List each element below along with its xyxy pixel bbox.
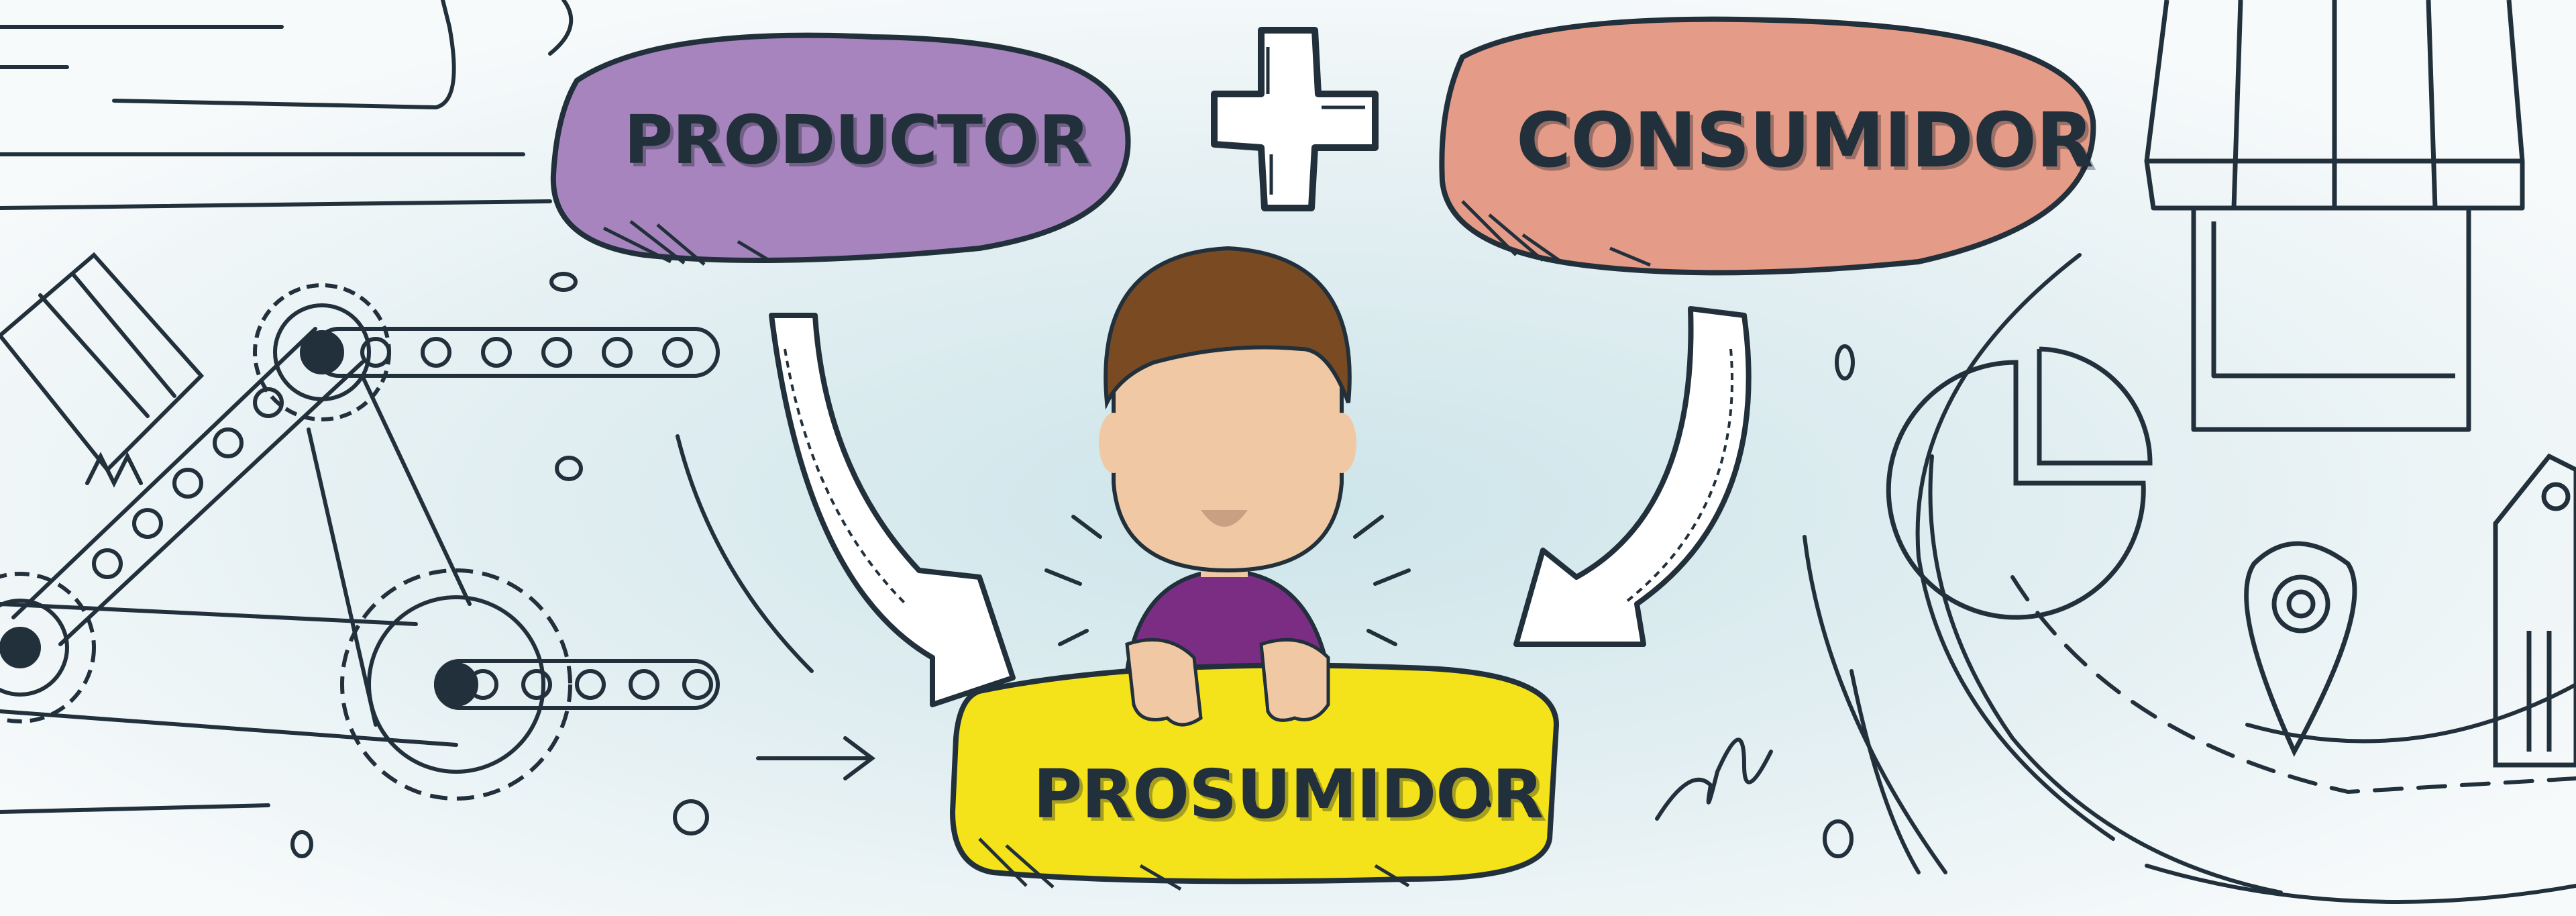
decor-dots bbox=[290, 272, 1855, 858]
arrow-icon-left bbox=[769, 313, 1016, 707]
productor-label: PRODUCTOR bbox=[624, 101, 1090, 179]
right-decor-lines bbox=[1474, 253, 2576, 904]
arrow-icon-right bbox=[1513, 306, 1752, 647]
conveyor-chain bbox=[92, 337, 713, 700]
price-tag-icon bbox=[2493, 453, 2576, 768]
productor-bubble bbox=[550, 32, 1131, 266]
prosumidor-label: PROSUMIDOR bbox=[1033, 755, 1544, 833]
consumidor-label: CONSUMIDOR bbox=[1516, 97, 2094, 185]
consumidor-bubble bbox=[1439, 16, 2096, 276]
pie-chart-icon bbox=[1886, 346, 2153, 620]
hands bbox=[1125, 638, 1330, 727]
factory-conveyor-icon bbox=[0, 0, 875, 814]
plus-icon bbox=[1211, 27, 1379, 211]
location-pin-icon bbox=[2244, 541, 2357, 757]
store-icon bbox=[2144, 0, 2525, 432]
